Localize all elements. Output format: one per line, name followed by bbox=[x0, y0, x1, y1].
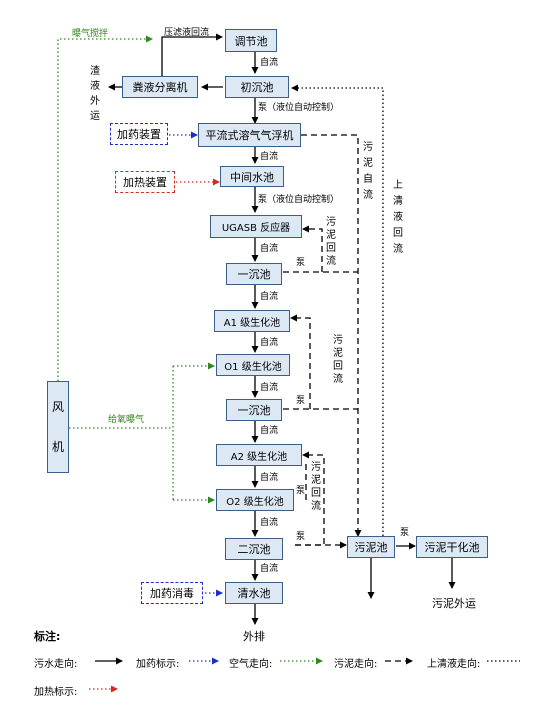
ugasb-reactor: UGASB 反应器 bbox=[210, 215, 302, 238]
pump-level-label-1: 泵（液位自动控制） bbox=[258, 103, 340, 113]
heating-device: 加热装置 bbox=[115, 171, 175, 193]
a2-bio-tank: A2 级生化池 bbox=[216, 444, 302, 466]
sludge-return-label-1: 污泥回流 bbox=[326, 217, 336, 267]
legend-lines bbox=[89, 657, 520, 693]
dosing-disinfection: 加药消毒 bbox=[141, 582, 203, 604]
daf-machine: 平流式溶气气浮机 bbox=[198, 123, 301, 147]
sludge-out-label: 污泥外运 bbox=[432, 597, 476, 610]
legend-sludge: 污泥走向: bbox=[334, 659, 378, 670]
supernatant-flow-lines bbox=[291, 84, 384, 536]
clear-water-tank: 清水池 bbox=[225, 582, 283, 604]
pump-label-3: 泵 bbox=[296, 486, 306, 496]
gravity-label-8: 自流 bbox=[260, 473, 279, 483]
sludge-drying-tank: 污泥干化池 bbox=[416, 536, 488, 558]
o2-bio-tank: O2 级生化池 bbox=[216, 489, 294, 511]
legend-sewage: 污水走向: bbox=[34, 659, 78, 670]
sewage-flow-lines bbox=[108, 33, 456, 625]
legend-dosing: 加药标示: bbox=[136, 659, 180, 670]
pump-label-5: 泵 bbox=[400, 528, 410, 538]
intermediate-tank: 中间水池 bbox=[220, 166, 284, 187]
aeration-stir-label: 曝气搅拌 bbox=[72, 29, 109, 39]
gravity-label-10: 自流 bbox=[260, 564, 279, 574]
gravity-label-6: 自流 bbox=[260, 383, 279, 393]
primary-settling-tank: 初沉池 bbox=[225, 76, 289, 98]
settling-tank-1: 一沉池 bbox=[226, 263, 282, 285]
dosing-lines bbox=[169, 131, 223, 597]
secondary-settling-tank: 二沉池 bbox=[225, 538, 283, 560]
gravity-label-4: 自流 bbox=[260, 292, 279, 302]
o1-bio-tank: O1 级生化池 bbox=[216, 354, 290, 376]
legend-heating: 加热标示: bbox=[34, 687, 78, 698]
dosing-device: 加药装置 bbox=[110, 123, 168, 145]
a1-bio-tank: A1 级生化池 bbox=[214, 310, 290, 332]
gravity-label-3: 自流 bbox=[260, 244, 279, 254]
pump-level-label-2: 泵（液位自动控制） bbox=[258, 195, 340, 205]
legend-air: 空气走向: bbox=[229, 659, 273, 670]
regulating-tank: 调节池 bbox=[225, 29, 277, 52]
pump-label-4: 泵 bbox=[296, 532, 306, 542]
sludge-return-label-2: 污泥回流 bbox=[333, 335, 343, 385]
gravity-label-2: 自流 bbox=[260, 152, 279, 162]
sludge-flow-lines bbox=[283, 134, 362, 549]
sludge-return-label-3: 污泥回流 bbox=[311, 462, 321, 512]
gravity-label-5: 自流 bbox=[260, 338, 279, 348]
filtrate-return-label: 压滤液回流 bbox=[164, 28, 210, 38]
sludge-tank: 污泥池 bbox=[347, 536, 395, 558]
air-lines bbox=[57, 35, 215, 504]
supernatant-return-label: 上清液回流 bbox=[393, 180, 403, 255]
pump-label-1: 泵 bbox=[296, 258, 306, 268]
sludge-gravity-label: 污泥自流 bbox=[363, 142, 373, 201]
gravity-label-1: 自流 bbox=[260, 58, 279, 68]
pump-label-2: 泵 bbox=[296, 396, 306, 406]
gravity-label-7: 自流 bbox=[260, 426, 279, 436]
settling-tank-2: 一沉池 bbox=[226, 399, 282, 421]
oxygen-aeration-label: 给氧曝气 bbox=[108, 415, 145, 425]
legend-supernatant: 上清液走向: bbox=[427, 659, 481, 670]
manure-separator: 粪液分离机 bbox=[122, 76, 198, 98]
blower: 风机 bbox=[47, 381, 69, 473]
residue-out-label: 渣液外运 bbox=[90, 66, 100, 122]
gravity-label-9: 自流 bbox=[260, 518, 279, 528]
discharge-label: 外排 bbox=[243, 630, 265, 643]
legend-title: 标注: bbox=[34, 630, 61, 643]
